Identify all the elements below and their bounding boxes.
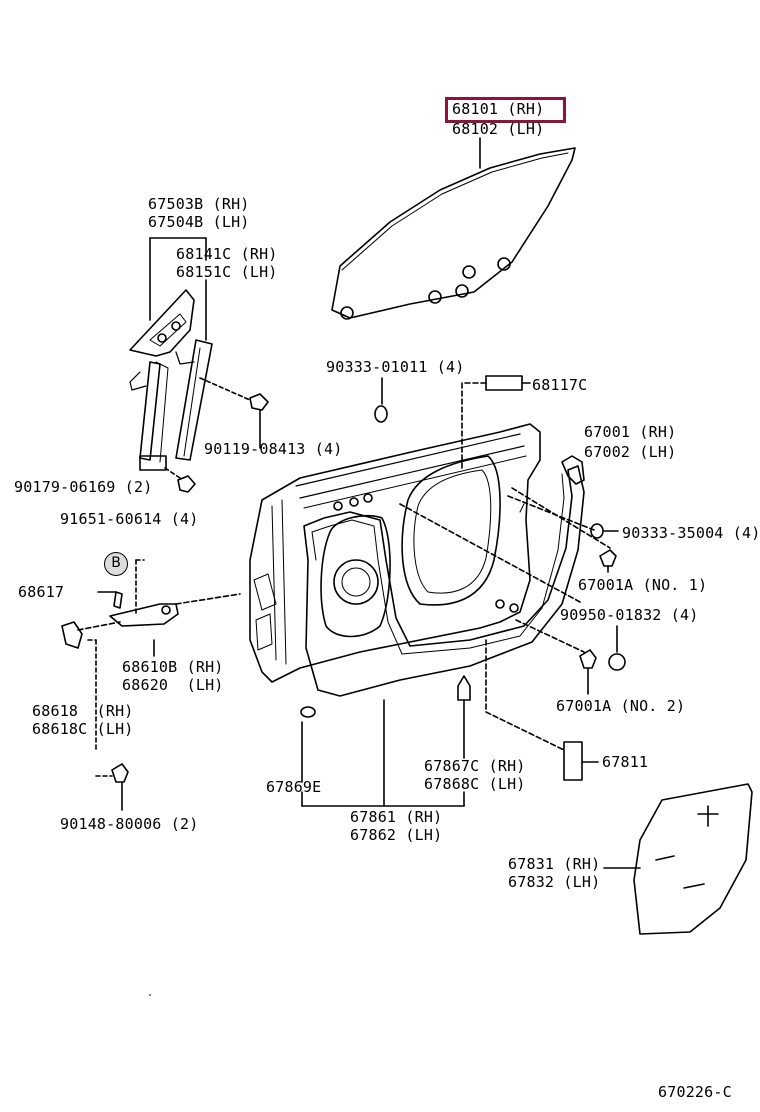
label-90148-80006[interactable]: 90148-80006 (2) <box>60 815 199 833</box>
label-67861[interactable]: 67861 (RH) <box>350 808 443 826</box>
door-check <box>61 559 241 811</box>
clip-90333-01011 <box>374 377 388 423</box>
label-68141c[interactable]: 68141C (RH) <box>176 245 278 263</box>
label-68617[interactable]: 68617 <box>18 583 65 601</box>
label-68102[interactable]: 68102 (LH) <box>452 120 545 138</box>
block-67811 <box>563 741 599 781</box>
label-68117c[interactable]: 68117C <box>532 376 588 394</box>
label-67868c[interactable]: 67868C (LH) <box>424 775 526 793</box>
label-67001a-no1[interactable]: 67001A (NO. 1) <box>578 576 708 594</box>
window-frame <box>129 237 213 471</box>
label-90333-35004[interactable]: 90333-35004 (4) <box>622 524 760 542</box>
label-90119-08413[interactable]: 90119-08413 (4) <box>204 440 343 458</box>
label-91651-60614[interactable]: 91651-60614 (4) <box>60 510 199 528</box>
highlight-box-68101 <box>445 97 566 123</box>
label-68620[interactable]: 68620 (LH) <box>122 676 224 694</box>
label-67867c[interactable]: 67867C (RH) <box>424 757 526 775</box>
label-68610b[interactable]: 68610B (RH) <box>122 658 224 676</box>
label-68618[interactable]: 68618 (RH) <box>32 702 134 720</box>
label-67504b[interactable]: 67504B (LH) <box>148 213 250 231</box>
weatherstrip-leader <box>301 699 465 807</box>
label-67001a-no2[interactable]: 67001A (NO. 2) <box>556 697 686 715</box>
label-67832[interactable]: 67832 (LH) <box>508 873 601 891</box>
callout-b-badge: B <box>104 552 128 576</box>
clip-90333-35004 <box>590 523 619 539</box>
label-67831[interactable]: 67831 (RH) <box>508 855 601 873</box>
label-67862[interactable]: 67862 (LH) <box>350 826 443 844</box>
label-68618c[interactable]: 68618C (LH) <box>32 720 134 738</box>
clip-67001a-no1 <box>599 549 617 573</box>
label-90950-01832[interactable]: 90950-01832 (4) <box>560 606 699 624</box>
label-67503b[interactable]: 67503B (RH) <box>148 195 250 213</box>
label-90179-06169[interactable]: 90179-06169 (2) <box>14 478 153 496</box>
diagram-code: 670226-C <box>658 1083 732 1101</box>
label-68101[interactable]: 68101 (RH) <box>452 100 545 118</box>
plug-90950 <box>608 625 626 671</box>
clip-67001a-no2 <box>579 649 597 695</box>
label-67869e[interactable]: 67869E <box>266 778 322 796</box>
bolt-90179 <box>164 467 196 493</box>
door-panel <box>249 423 541 683</box>
label-67002[interactable]: 67002 (LH) <box>584 443 677 461</box>
label-67811[interactable]: 67811 <box>602 753 649 771</box>
label-68151c[interactable]: 68151C (LH) <box>176 263 278 281</box>
label-90333-01011[interactable]: 90333-01011 (4) <box>326 358 465 376</box>
weatherstrip <box>303 455 585 697</box>
trim-board <box>603 783 753 935</box>
cushion-68117c <box>461 375 531 471</box>
label-67001[interactable]: 67001 (RH) <box>584 423 677 441</box>
clip-67867c <box>457 675 471 759</box>
bolt-90119 <box>199 377 269 449</box>
door-glass <box>331 137 576 320</box>
clip-67869e <box>300 706 316 783</box>
